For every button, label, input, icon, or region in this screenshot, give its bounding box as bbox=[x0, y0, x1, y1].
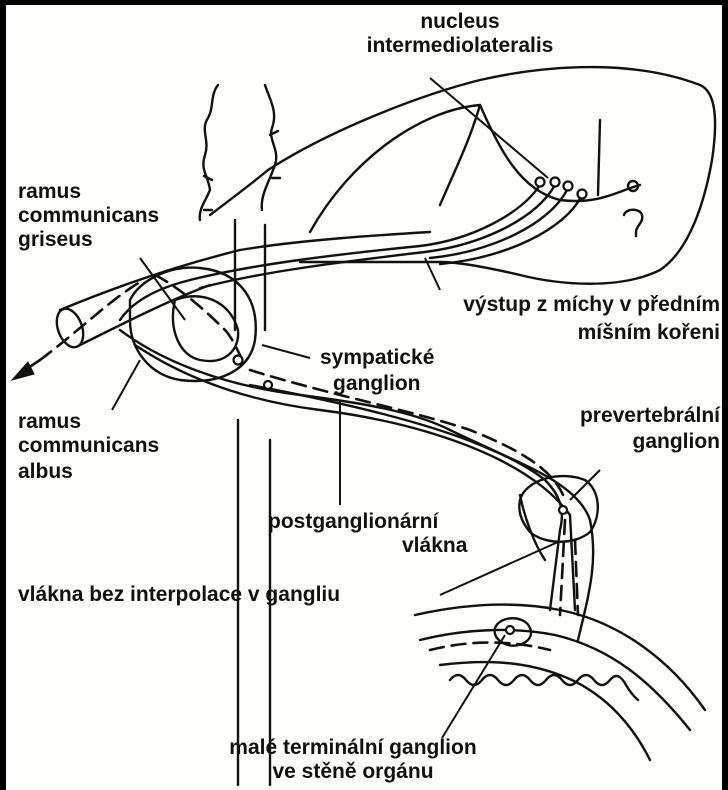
sympathetic-ganglion-neuron-2 bbox=[264, 381, 272, 389]
leader-male bbox=[442, 635, 505, 738]
grey-matter-inner bbox=[440, 105, 480, 205]
anterior-fissure bbox=[624, 210, 642, 236]
sympathetic-ganglion-neuron bbox=[234, 356, 243, 365]
sympathetic-trunk-right bbox=[265, 225, 270, 785]
leader-albus bbox=[112, 360, 140, 410]
cord-midline bbox=[598, 120, 600, 195]
label-rca-line3: albus bbox=[18, 460, 73, 484]
label-nucleus-line1: nucleus bbox=[400, 10, 520, 34]
label-rca-line2: communicans bbox=[18, 434, 159, 458]
label-symp-line2: ganglion bbox=[333, 372, 421, 396]
label-postg-line2: vlákna bbox=[402, 534, 467, 558]
nucleus-neuron-2 bbox=[551, 178, 560, 187]
spinal-cord-upper-edge bbox=[210, 170, 268, 215]
label-rca-line1: ramus bbox=[18, 410, 81, 434]
paravertebral-bone-left bbox=[200, 85, 218, 220]
leader-nucleus bbox=[430, 78, 548, 178]
nucleus-neuron-1 bbox=[536, 178, 545, 187]
paravertebral-bone-right bbox=[262, 85, 277, 210]
label-prever-line1: prevertebrální bbox=[520, 404, 720, 428]
terminal-ganglion-neuron bbox=[506, 626, 514, 634]
label-postg-line1: postganglionární bbox=[268, 510, 438, 534]
ramus-loop-inner bbox=[173, 296, 238, 361]
label-rcg-line1: ramus bbox=[18, 180, 81, 204]
label-prever-line2: ganglion bbox=[560, 430, 720, 454]
label-vystup-line1: výstup z míchy v předním bbox=[400, 293, 720, 317]
nucleus-neuron-3 bbox=[564, 182, 573, 191]
prevertebral-ganglion-neuron bbox=[559, 506, 567, 514]
label-bez: vlákna bez interpolace v gangliu bbox=[18, 583, 340, 607]
label-rcg-line2: communicans bbox=[18, 204, 159, 228]
label-nucleus-line2: intermediolateralis bbox=[340, 34, 580, 58]
label-symp-line1: sympatické bbox=[320, 346, 434, 370]
arrow-out bbox=[12, 360, 40, 380]
nucleus-neuron-4 bbox=[578, 190, 587, 199]
leader-sympaticke bbox=[262, 345, 310, 358]
label-male-line2: ve stěně orgánu bbox=[208, 760, 498, 784]
label-vystup-line2: míšním kořeni bbox=[460, 321, 720, 345]
postganglionic-dashed-to-nerve bbox=[40, 282, 140, 360]
label-male-line1: malé terminální ganglion bbox=[168, 736, 538, 760]
organ-wall-outer bbox=[415, 605, 705, 710]
spinal-cord-outline bbox=[268, 67, 715, 284]
postganglionic-dashed-wall bbox=[430, 643, 550, 651]
sympathetic-trunk-left bbox=[235, 220, 238, 785]
label-rcg-line3: griseus bbox=[18, 228, 93, 252]
